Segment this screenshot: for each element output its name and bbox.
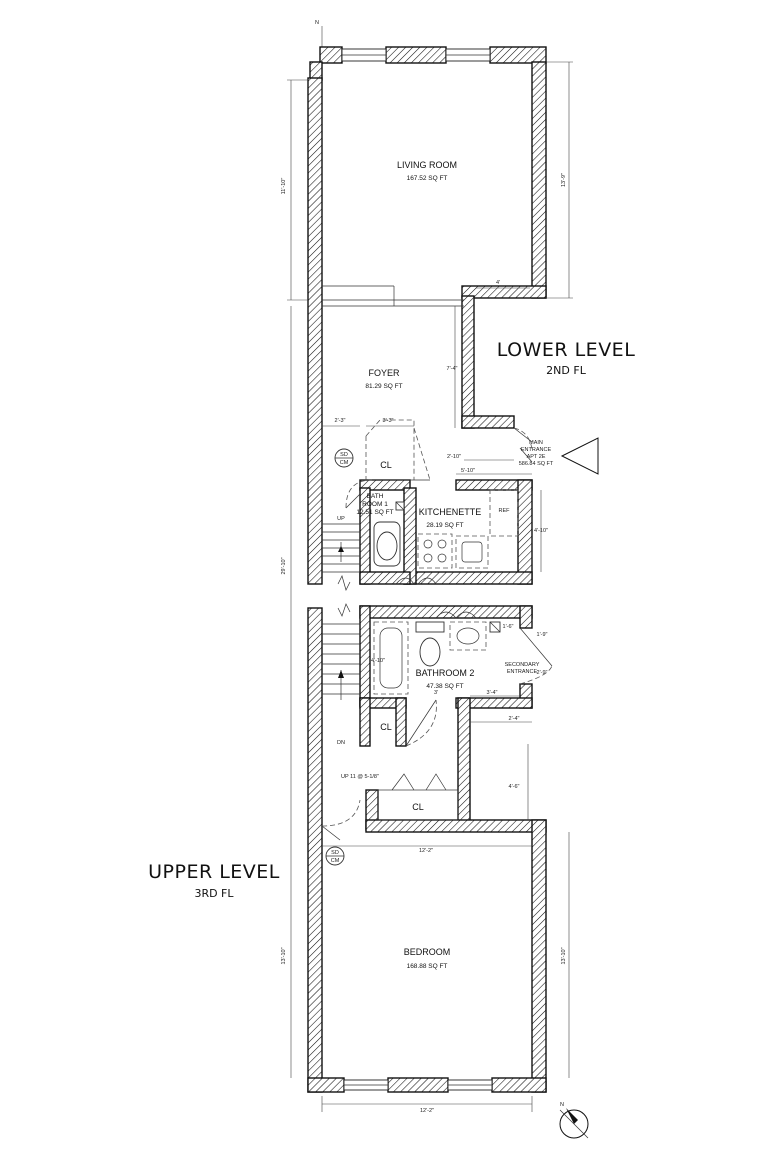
compass-icon: N bbox=[559, 1102, 589, 1139]
secondary-entrance: SECONDARY ENTRANCE bbox=[505, 627, 553, 685]
bath2-area: 47.38 SQ FT bbox=[426, 683, 463, 690]
kitchenette-name: KITCHENETTE bbox=[419, 507, 482, 517]
svg-text:SECONDARY: SECONDARY bbox=[505, 662, 540, 668]
dim-foyer-3-3: 3'-3" bbox=[383, 418, 394, 424]
toilet-icon bbox=[419, 637, 441, 667]
svg-text:APT 2E: APT 2E bbox=[527, 454, 546, 460]
lower-level-title: LOWER LEVEL bbox=[497, 339, 636, 361]
upper-level-walls bbox=[307, 605, 547, 1093]
dim-bedroom-bottom: 12'-2" bbox=[420, 1108, 434, 1114]
stairs-note: UP 11 @ 5-1/8" bbox=[341, 774, 379, 780]
lower-level-floor: 2ND FL bbox=[546, 364, 587, 377]
dim-bedroom-right: 13'-10" bbox=[561, 947, 567, 964]
kitchen-fixtures: REF bbox=[395, 489, 519, 585]
bath1-area: 12.51 SQ FT bbox=[356, 509, 393, 516]
foyer-area: 81.29 SQ FT bbox=[365, 383, 402, 390]
dim-bath2-1-9: 1'-9" bbox=[537, 632, 548, 638]
svg-text:CM: CM bbox=[340, 460, 349, 466]
dim-hall-2-4: 2'-4" bbox=[509, 716, 520, 722]
arrow-up-icon bbox=[338, 670, 344, 678]
svg-text:SD: SD bbox=[340, 452, 348, 458]
dim-bath2-3: 3' bbox=[434, 690, 438, 696]
bath1-name-2: ROOM 1 bbox=[362, 501, 388, 508]
dim-living-right: 13'-9" bbox=[561, 173, 567, 187]
closet-lower: CL bbox=[360, 419, 431, 481]
closet-upper-1-label: CL bbox=[380, 722, 392, 732]
svg-text:SD: SD bbox=[331, 850, 339, 856]
dim-bath2-4-10: 4'-10" bbox=[371, 658, 385, 664]
sink-icon bbox=[455, 535, 489, 569]
stairs-dn-label: DN bbox=[337, 740, 345, 746]
main-entrance: MAIN ENTRANCE APT 2E 586.84 SQ FT bbox=[513, 427, 599, 475]
toilet-icon bbox=[376, 531, 398, 561]
dim-kitchen-4-10: 4'-10" bbox=[534, 528, 548, 534]
closet-upper-1: CL bbox=[380, 699, 437, 747]
refrigerator bbox=[489, 489, 519, 537]
svg-text:CM: CM bbox=[331, 858, 340, 864]
upper-level-floor: 3RD FL bbox=[194, 887, 234, 900]
smoke-detector-lower: SD CM bbox=[334, 448, 354, 468]
closet-upper-2-label: CL bbox=[412, 802, 424, 812]
burner-icon bbox=[437, 553, 447, 563]
bath2-name: BATHROOM 2 bbox=[416, 668, 475, 678]
bath1-fixtures bbox=[345, 479, 405, 567]
dim-foyer-7-4: 7'-4" bbox=[447, 366, 458, 372]
bath1-name-1: BATH bbox=[367, 493, 384, 500]
upper-dimensions: 4'-10" 1'-6" 1'-9" 2'-9" 3' 3'-4" 2'-4" … bbox=[281, 624, 570, 1114]
dim-bath2-3-4: 3'-4" bbox=[487, 690, 498, 696]
bedroom-area: 168.88 SQ FT bbox=[407, 963, 448, 970]
svg-text:MAIN: MAIN bbox=[529, 440, 543, 446]
dim-bath2-2-9: 2'-9" bbox=[537, 670, 548, 676]
dim-foyer-2-3: 2'-3" bbox=[335, 418, 346, 424]
dim-kitchen-5-10: 5'-10" bbox=[461, 468, 475, 474]
arrow-up-icon bbox=[338, 546, 344, 552]
burner-icon bbox=[423, 539, 433, 549]
dim-entry-2-10: 2'-10" bbox=[447, 454, 461, 460]
closet-lower-label: CL bbox=[380, 460, 392, 470]
burner-icon bbox=[437, 539, 447, 549]
stairs-lower: UP bbox=[322, 516, 360, 591]
dim-bedroom-top: 12'-2" bbox=[419, 848, 433, 854]
stairs-upper: DN UP 11 @ 5-1/8" bbox=[321, 603, 379, 841]
foyer-name: FOYER bbox=[368, 368, 400, 378]
smoke-detector-upper: SD CM bbox=[325, 846, 345, 866]
svg-text:ENTRANCE: ENTRANCE bbox=[507, 669, 538, 675]
bathtub bbox=[373, 621, 409, 695]
entrance-marker-icon bbox=[560, 437, 599, 475]
svg-text:REF: REF bbox=[499, 508, 511, 514]
dim-overall-left: 29'-10" bbox=[281, 557, 287, 574]
upper-level-title: UPPER LEVEL bbox=[148, 861, 280, 883]
dim-bedroom-left: 13'-10" bbox=[281, 947, 287, 964]
living-room-name: LIVING ROOM bbox=[397, 160, 457, 170]
dim-step-4: 4' bbox=[496, 280, 500, 286]
dim-living-left: 11'-10" bbox=[281, 178, 287, 195]
compass-north-label: N bbox=[560, 1102, 564, 1108]
north-label: N bbox=[315, 20, 319, 26]
svg-text:ENTRANCE: ENTRANCE bbox=[521, 447, 552, 453]
stairs-up-label: UP bbox=[337, 516, 345, 522]
living-room-area: 167.52 SQ FT bbox=[407, 175, 448, 182]
bath2-fixtures bbox=[373, 611, 501, 695]
bedroom-name: BEDROOM bbox=[404, 947, 451, 957]
lower-dimensions: 11'-10" 13'-9" 29'-10" 4' 7'-4" 2'-3" 3'… bbox=[281, 61, 573, 832]
kitchenette-area: 28.19 SQ FT bbox=[426, 522, 463, 529]
dim-bath2-1-6: 1'-6" bbox=[503, 624, 514, 630]
svg-text:586.84 SQ FT: 586.84 SQ FT bbox=[519, 461, 554, 467]
closet-upper-2: CL bbox=[377, 773, 459, 821]
burner-icon bbox=[423, 553, 433, 563]
lower-level-walls bbox=[307, 46, 547, 585]
sink-icon bbox=[449, 621, 487, 651]
dim-hall-4-6: 4'-6" bbox=[509, 784, 520, 790]
